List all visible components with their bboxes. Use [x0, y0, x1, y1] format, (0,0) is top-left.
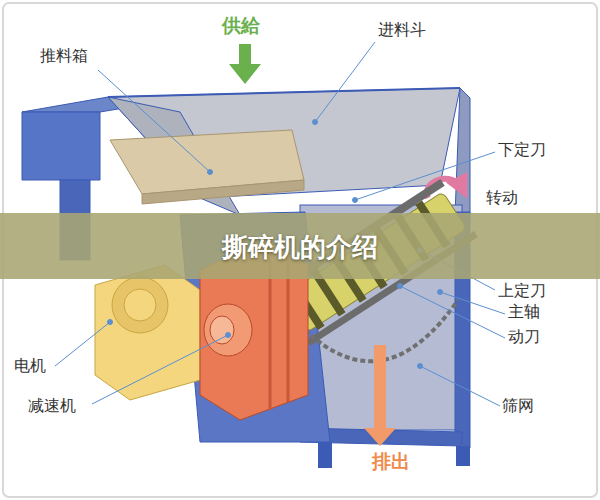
part-label: 下定刀	[498, 140, 546, 159]
motor	[95, 265, 200, 400]
part-label: 主轴	[508, 302, 540, 321]
discharge-arrow	[364, 345, 396, 446]
title: 撕碎机的介绍	[0, 230, 600, 265]
leader-dot	[313, 120, 318, 125]
leader-line	[355, 152, 495, 200]
part-label: 动刀	[508, 327, 540, 346]
hopper-rim	[108, 88, 460, 97]
leader-line	[55, 322, 110, 366]
leg	[456, 446, 470, 466]
leader-dot	[108, 320, 113, 325]
leader-dot	[418, 364, 423, 369]
leader-dot	[208, 170, 213, 175]
reducer-hub	[210, 316, 234, 344]
leader-line	[315, 42, 375, 122]
feed-arrow	[229, 44, 261, 84]
reducer-shaft	[204, 304, 252, 356]
push-box-edge	[142, 180, 304, 204]
leader-line	[98, 70, 210, 172]
reducer-rib	[287, 258, 290, 402]
leader-line	[400, 286, 505, 338]
part-label: 进料斗	[378, 20, 426, 39]
part-label: 电机	[14, 356, 46, 375]
leg	[318, 442, 332, 468]
part-label: 推料箱	[40, 46, 88, 65]
leader-dot	[398, 284, 403, 289]
part-label: 上定刀	[498, 281, 546, 300]
leader-line	[420, 366, 500, 406]
motor-hub	[124, 289, 156, 321]
part-label: 转动	[486, 188, 518, 207]
leader-dot	[353, 198, 358, 203]
part-label: 排出	[372, 450, 410, 473]
part-label: 减速机	[28, 396, 76, 415]
motor-end	[112, 277, 168, 333]
leader-dot	[226, 333, 231, 338]
hopper-right-wall	[455, 88, 470, 215]
leader-dot	[438, 290, 443, 295]
part-label: 供給	[222, 14, 260, 37]
part-label: 筛网	[502, 396, 534, 415]
leader-line	[92, 335, 228, 404]
title-banner	[0, 213, 600, 279]
pusher-housing-front	[22, 112, 100, 180]
